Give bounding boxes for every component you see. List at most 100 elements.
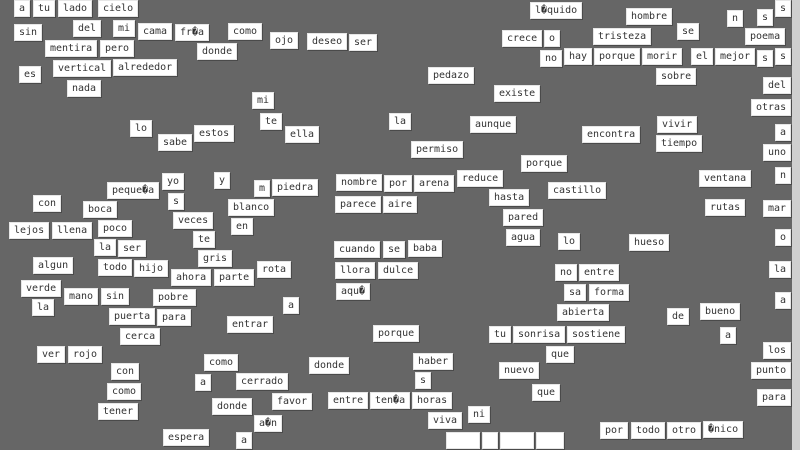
word-tile[interactable]: a [720, 327, 737, 344]
word-tile[interactable]: sin [14, 24, 43, 41]
word-tile[interactable]: espera [163, 429, 210, 446]
word-tile[interactable]: la [389, 113, 412, 130]
word-tile[interactable]: fr�a [175, 24, 210, 41]
word-tile[interactable]: la [32, 299, 55, 316]
word-tile[interactable]: mar [763, 200, 792, 217]
word-tile[interactable]: pared [503, 209, 544, 226]
word-tile[interactable]: a [283, 297, 300, 314]
word-tile[interactable]: castillo [548, 182, 607, 199]
word-tile[interactable]: hueso [629, 234, 670, 251]
word-tile[interactable]: hijo [134, 260, 169, 277]
word-tile[interactable]: encontra [582, 126, 641, 143]
word-tile[interactable]: hombre [626, 8, 673, 25]
word-tile[interactable] [446, 432, 480, 449]
word-tile[interactable]: existe [494, 85, 541, 102]
word-tile[interactable]: aire [383, 196, 418, 213]
word-tile[interactable]: mi [252, 92, 275, 109]
word-tile[interactable] [500, 432, 534, 449]
word-tile[interactable]: del [73, 20, 102, 37]
word-tile[interactable]: entrar [227, 316, 274, 333]
word-tile[interactable]: pobre [153, 289, 196, 306]
word-tile[interactable]: que [546, 346, 575, 363]
word-tile[interactable]: dulce [378, 262, 419, 279]
word-tile[interactable]: cerca [120, 328, 161, 345]
word-tile[interactable]: lo [130, 120, 153, 137]
word-tile[interactable]: punto [751, 362, 792, 379]
word-tile[interactable]: s [775, 48, 792, 65]
word-tile[interactable]: donde [197, 43, 238, 60]
word-tile[interactable]: viva [428, 412, 463, 429]
word-tile[interactable]: aqu� [336, 283, 371, 300]
word-tile[interactable]: ni [468, 406, 491, 423]
word-tile[interactable]: rota [257, 261, 292, 278]
word-tile[interactable]: baba [408, 240, 443, 257]
word-tile[interactable]: te [193, 231, 216, 248]
word-tile[interactable]: como [204, 354, 239, 371]
word-tile[interactable]: reduce [457, 170, 504, 187]
word-tile[interactable]: ten�a [370, 392, 411, 409]
word-tile[interactable]: nada [67, 80, 102, 97]
word-tile[interactable]: por [384, 175, 413, 192]
word-tile[interactable]: horas [412, 392, 453, 409]
word-tile[interactable]: como [228, 23, 263, 40]
word-tile[interactable]: arena [414, 175, 455, 192]
word-tile[interactable]: tiempo [656, 135, 703, 152]
word-tile[interactable]: algun [33, 257, 74, 274]
word-tile[interactable]: a�n [254, 415, 283, 432]
word-tile[interactable]: porque [373, 325, 420, 342]
word-tile[interactable]: estos [194, 125, 235, 142]
word-tile[interactable]: hay [564, 48, 593, 65]
word-tile[interactable]: con [33, 195, 62, 212]
word-tile[interactable]: rojo [68, 346, 103, 363]
word-tile[interactable]: haber [413, 353, 454, 370]
word-tile[interactable]: donde [212, 398, 253, 415]
word-tile[interactable]: se [383, 241, 406, 258]
word-tile[interactable]: la [94, 239, 117, 256]
word-tile[interactable] [536, 432, 564, 449]
word-tile[interactable]: sobre [656, 68, 697, 85]
word-tile[interactable]: porque [594, 48, 641, 65]
scrollbar[interactable] [792, 0, 800, 450]
word-tile[interactable]: a [195, 374, 212, 391]
word-tile[interactable]: gris [198, 250, 233, 267]
word-tile[interactable]: te [260, 113, 283, 130]
word-tile[interactable]: donde [309, 357, 350, 374]
word-tile[interactable]: mano [64, 288, 99, 305]
word-tile[interactable]: cama [138, 23, 173, 40]
word-tile[interactable]: favor [272, 393, 313, 410]
word-tile[interactable]: agua [506, 229, 541, 246]
word-tile[interactable]: a [14, 0, 31, 17]
word-tile[interactable]: rutas [705, 199, 746, 216]
word-tile[interactable]: pero [100, 40, 135, 57]
word-tile[interactable]: entre [579, 264, 620, 281]
word-tile[interactable]: a [775, 292, 792, 309]
word-tile[interactable]: tristeza [593, 28, 652, 45]
word-tile[interactable]: tener [98, 403, 139, 420]
word-tile[interactable]: ahora [171, 269, 212, 286]
word-tile[interactable]: s [168, 193, 185, 210]
word-tile[interactable]: hasta [489, 189, 530, 206]
word-tile[interactable]: morir [642, 48, 683, 65]
word-tile[interactable]: m [254, 180, 271, 197]
word-tile[interactable]: cielo [98, 0, 139, 17]
word-tile[interactable]: crece [502, 30, 543, 47]
word-tile[interactable]: s [757, 9, 774, 26]
word-tile[interactable]: llora [335, 262, 376, 279]
word-tile[interactable]: blanco [228, 199, 275, 216]
word-tile[interactable]: �nico [703, 421, 744, 438]
word-tile[interactable]: ver [37, 346, 66, 363]
word-tile[interactable]: s [775, 0, 792, 17]
word-tile[interactable]: bueno [700, 303, 741, 320]
word-tile[interactable]: cerrado [236, 373, 289, 390]
word-tile[interactable]: ojo [270, 32, 299, 49]
word-tile[interactable]: yo [162, 173, 185, 190]
word-tile[interactable]: que [532, 384, 561, 401]
word-tile[interactable]: l�quido [530, 2, 583, 19]
word-tile[interactable]: de [667, 308, 690, 325]
word-tile[interactable]: vertical [53, 60, 112, 77]
word-tile[interactable]: y [214, 172, 231, 189]
word-tile[interactable]: pedazo [428, 67, 475, 84]
word-tile[interactable]: permiso [411, 141, 464, 158]
word-tile[interactable]: a [775, 124, 792, 141]
word-tile[interactable]: para [757, 389, 792, 406]
